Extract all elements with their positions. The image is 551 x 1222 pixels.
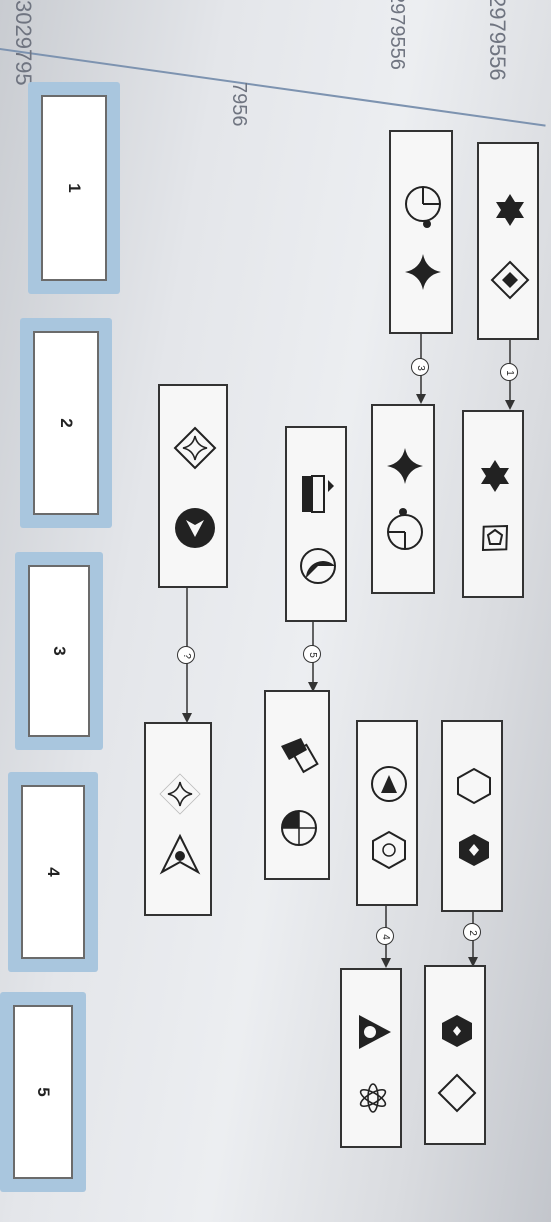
figure-box [158, 384, 228, 588]
figure-box [144, 722, 212, 916]
watermark-text: 2979556 [485, 0, 510, 81]
answer-label: 5 [34, 1087, 53, 1097]
arrowhead-dot-icon [159, 773, 201, 875]
diamond-star-icon [173, 426, 217, 548]
hexagon-solid-icon [457, 767, 491, 866]
t-shape-icon [300, 475, 336, 584]
answer-option-4[interactable]: 4 [8, 772, 98, 972]
figure-box [356, 720, 418, 906]
answer-option-5[interactable]: 5 [0, 992, 86, 1192]
circle-triangle-icon [371, 766, 407, 870]
answer-label: 1 [65, 183, 84, 193]
step-marker: 1 [500, 363, 518, 381]
figure-box [340, 968, 402, 1148]
figure-box [264, 690, 330, 880]
figure-box [389, 130, 453, 334]
figure-box [424, 965, 486, 1145]
figure-box [462, 410, 524, 598]
figure-box [285, 426, 347, 622]
answer-label: 2 [57, 418, 76, 428]
circle-half-icon [281, 738, 319, 846]
step-marker: 2 [463, 923, 481, 941]
answer-label: 3 [50, 646, 69, 656]
answer-label: 4 [44, 867, 63, 877]
figure-box [441, 720, 503, 912]
transform-arrow [468, 912, 478, 972]
watermark-text: 2979556 [386, 0, 408, 70]
step-marker: 5 [303, 645, 321, 663]
watermark-text: 7956 [228, 82, 250, 127]
figure-box [477, 142, 539, 340]
star6-icon [490, 194, 530, 300]
watermark-text: 3029795 [11, 0, 36, 86]
diamond-icon [437, 1015, 477, 1113]
answer-option-3[interactable]: 3 [15, 552, 103, 750]
step-marker-unknown: ? [177, 646, 195, 664]
four-point-star-icon [387, 448, 423, 550]
step-marker: 3 [411, 358, 429, 376]
step-marker: 4 [376, 927, 394, 945]
answer-option-2[interactable]: 2 [20, 318, 112, 528]
figure-box [371, 404, 435, 594]
circle-quarter-icon [405, 186, 441, 290]
answer-option-1[interactable]: 1 [28, 82, 120, 294]
triangle-dot-icon [359, 1015, 391, 1113]
pentagon-icon [481, 460, 509, 552]
